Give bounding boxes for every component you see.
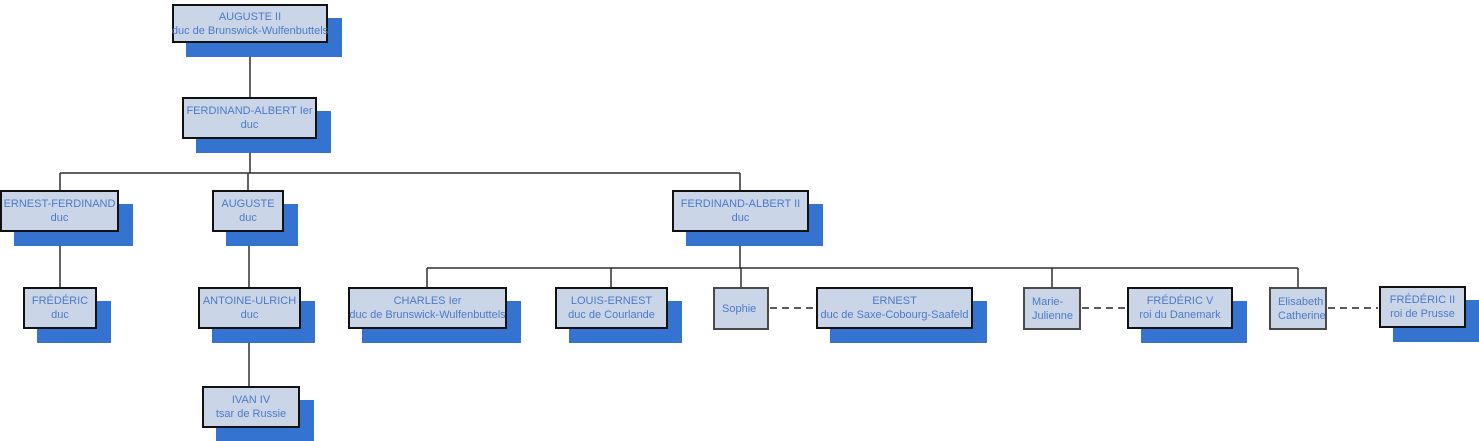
node-title: duc — [240, 309, 259, 321]
node-name: Sophie — [722, 302, 757, 315]
node-name: AUGUSTE — [221, 198, 275, 210]
node-charles-ier: CHARLES Ier duc de Brunswick-Wulfenbutte… — [348, 287, 507, 329]
node-name: LOUIS-ERNEST — [570, 295, 653, 307]
node-title: duc de Brunswick-Wulfenbuttels — [171, 24, 329, 37]
node-frederic-ii: FRÉDÉRIC II roi de Prusse — [1379, 286, 1466, 328]
node-auguste-ii: AUGUSTE II duc de Brunswick-Wulfenbuttel… — [172, 4, 328, 43]
node-name: Elisabeth — [1278, 295, 1324, 308]
node-title: Catherine — [1278, 309, 1326, 322]
node-title: duc de Brunswick-Wulfenbuttels — [349, 309, 506, 321]
node-title: duc de Saxe-Cobourg-Saafeld — [820, 309, 969, 321]
node-louis-ernest: LOUIS-ERNEST duc de Courlande — [555, 287, 668, 329]
node-name: ANTOINE-ULRICH — [202, 295, 297, 307]
node-name: ERNEST — [872, 295, 917, 307]
node-title: duc — [731, 212, 750, 224]
node-ernest-ferdinand: ERNEST-FERDINAND duc — [0, 190, 119, 232]
node-sophie: Sophie — [713, 287, 769, 330]
node-ernest: ERNEST duc de Saxe-Cobourg-Saafeld — [816, 287, 973, 329]
node-frederic-v: FRÉDÉRIC V roi du Danemark — [1127, 287, 1233, 329]
node-name: FERDINAND-ALBERT Ier — [186, 105, 313, 117]
node-frederic: FRÉDÉRIC duc — [23, 287, 97, 329]
node-ferdinand-albert-ier: FERDINAND-ALBERT Ier duc — [182, 97, 317, 139]
node-ivan-iv: IVAN IV tsar de Russie — [202, 386, 300, 428]
node-name: IVAN IV — [231, 394, 271, 406]
node-title: duc — [50, 212, 69, 224]
node-name: Marie- — [1032, 295, 1064, 308]
node-title: Julienne — [1032, 309, 1073, 322]
node-name: ERNEST-FERDINAND — [3, 198, 116, 210]
node-title: duc de Courlande — [568, 309, 655, 321]
node-title: tsar de Russie — [215, 408, 287, 420]
node-name: FRÉDÉRIC — [31, 295, 89, 307]
node-title: roi du Danemark — [1139, 309, 1221, 321]
node-name: CHARLES Ier — [393, 295, 462, 307]
node-name: FERDINAND-ALBERT II — [680, 198, 801, 210]
node-title: duc — [239, 212, 257, 224]
node-elisabeth-catherine: Elisabeth Catherine — [1269, 287, 1327, 330]
node-name: AUGUSTE II — [218, 10, 282, 23]
node-name: FRÉDÉRIC II — [1389, 294, 1456, 306]
node-title: duc — [51, 309, 69, 321]
node-title: roi de Prusse — [1390, 308, 1455, 320]
node-title: duc — [240, 119, 259, 131]
node-auguste: AUGUSTE duc — [212, 190, 284, 232]
node-name: FRÉDÉRIC V — [1146, 295, 1214, 307]
node-marie-julienne: Marie- Julienne — [1023, 287, 1081, 330]
node-ferdinand-albert-ii: FERDINAND-ALBERT II duc — [672, 190, 809, 232]
node-antoine-ulrich: ANTOINE-ULRICH duc — [198, 287, 301, 329]
